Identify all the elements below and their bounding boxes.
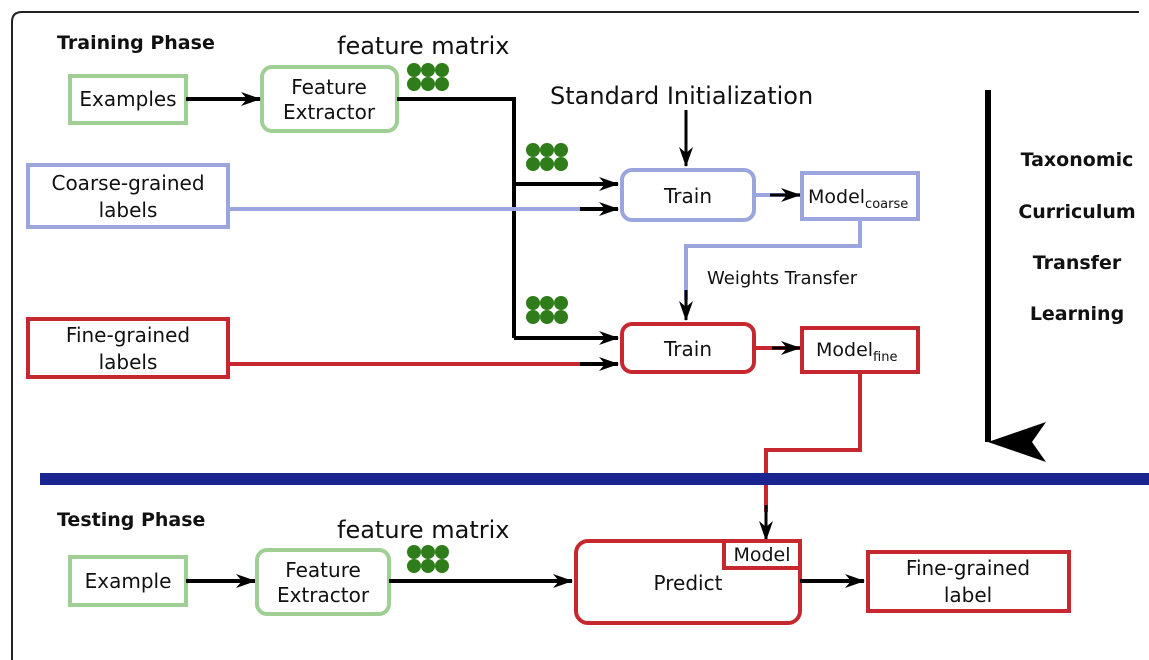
weights-transfer-label: Weights Transfer [707, 268, 858, 289]
side-caption-line1: Taxonomic [1021, 149, 1134, 171]
coarse-labels-box [26, 163, 230, 229]
predict-model-label: Model [733, 544, 790, 566]
model-coarse-box [800, 171, 920, 221]
feature-matrix-label-train: feature matrix [337, 32, 510, 60]
fine-labels-box [26, 317, 230, 379]
feature-matrix-dots-test [407, 545, 449, 573]
outer-frame [11, 11, 1139, 660]
examples-label: Examples [79, 87, 176, 111]
fine-labels-line1: Fine-grained [66, 323, 190, 347]
model-fine-box [800, 326, 920, 374]
model-coarse-label: Modelcoarse [808, 186, 908, 212]
feature-extractor-line2-test: Extractor [277, 583, 370, 607]
predict-label: Predict [654, 571, 723, 595]
side-caption-line2: Curriculum [1018, 201, 1135, 223]
model-fine-label: Modelfine [816, 339, 897, 365]
coarse-labels-line1: Coarse-grained [51, 171, 204, 195]
feature-extractor-line1-test: Feature [285, 558, 361, 582]
feature-extractor-line2-train: Extractor [283, 100, 376, 124]
fine-grained-label-output-box [866, 550, 1071, 613]
phase-separator [40, 473, 1149, 485]
feature-matrix-dots-3 [526, 296, 568, 324]
model-fine-to-predict-path [764, 372, 862, 512]
output-line1: Fine-grained [906, 556, 1030, 580]
feature-matrix-dots-1 [407, 63, 449, 91]
output-line2: label [944, 583, 992, 607]
train-coarse-label: Train [663, 184, 712, 208]
coarse-labels-line2: labels [99, 198, 158, 222]
training-phase-title: Training Phase [57, 32, 215, 54]
testing-phase-title: Testing Phase [57, 509, 205, 531]
predict-model-tag [722, 539, 802, 570]
example-label: Example [85, 569, 172, 593]
standard-init-label: Standard Initialization [550, 82, 813, 110]
example-box [68, 555, 188, 607]
feature-extractor-line1-train: Feature [291, 75, 367, 99]
fine-labels-line2: labels [99, 350, 158, 374]
side-caption-line3: Transfer [1033, 252, 1122, 274]
weights-transfer-path [684, 219, 862, 300]
feature-matrix-label-test: feature matrix [337, 516, 510, 544]
feature-path-train [397, 97, 516, 338]
feature-matrix-dots-2 [526, 143, 568, 171]
train-fine-label: Train [663, 337, 712, 361]
side-caption-line4: Learning [1030, 303, 1124, 325]
